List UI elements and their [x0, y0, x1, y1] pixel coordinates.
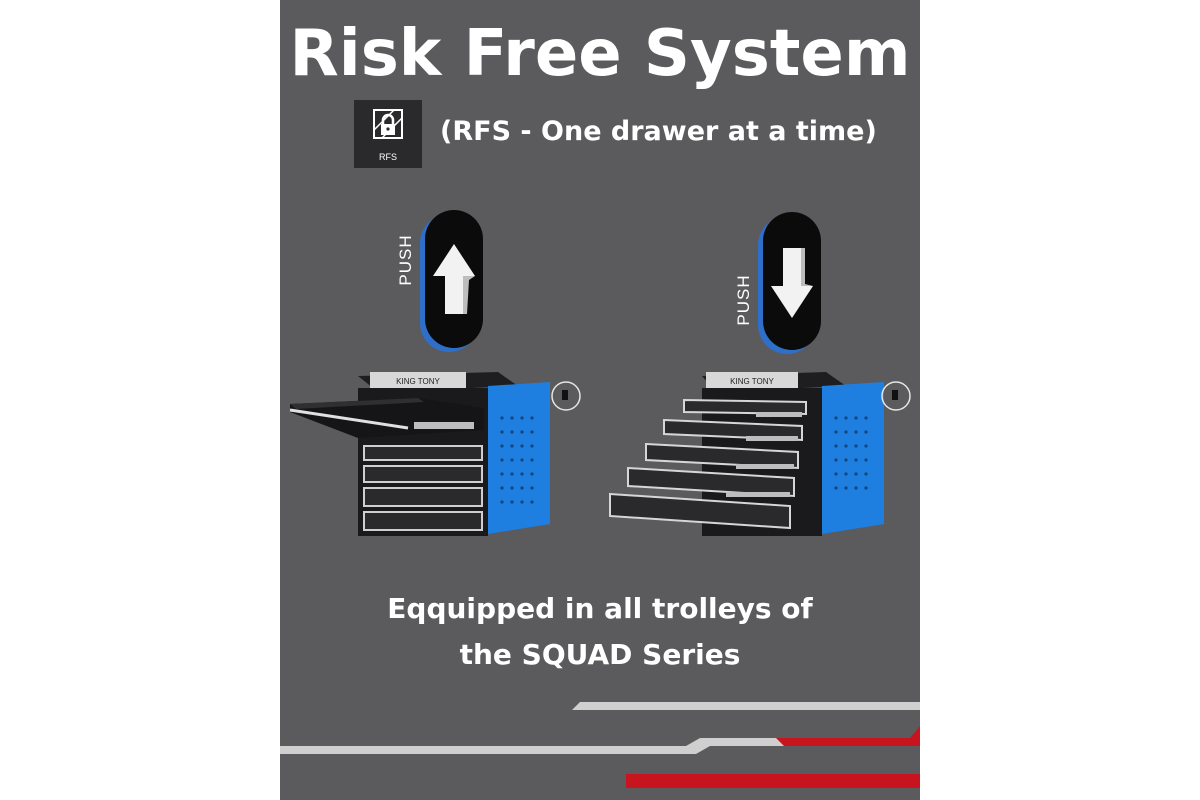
tagline: Eqquipped in all trolleys of the SQUAD S…	[280, 586, 920, 678]
trolley-one-drawer-open: KING TONY	[289, 372, 581, 536]
push-label-right: PUSH	[734, 274, 753, 326]
push-label-left: PUSH	[396, 234, 415, 286]
lock-icon	[373, 109, 403, 139]
brand-plate-left: KING TONY	[396, 377, 440, 386]
tagline-line-2: the SQUAD Series	[459, 638, 741, 671]
arrow-down-icon	[771, 248, 813, 318]
poster-panel: Risk Free System RFS (RFS - One drawer a…	[280, 0, 920, 800]
rfs-badge-label: RFS	[379, 152, 397, 162]
trolley-drawers-locked: KING TONY	[609, 372, 911, 536]
push-down-indicator	[763, 212, 821, 350]
push-up-indicator	[425, 210, 483, 348]
arrow-up-icon	[433, 244, 475, 314]
brand-plate-right: KING TONY	[730, 377, 774, 386]
subtitle: (RFS - One drawer at a time)	[440, 116, 877, 147]
rfs-badge: RFS	[354, 100, 422, 168]
page-title: Risk Free System	[289, 17, 911, 91]
decorative-stripes	[280, 702, 920, 788]
tagline-line-1: Eqquipped in all trolleys of	[387, 592, 813, 625]
